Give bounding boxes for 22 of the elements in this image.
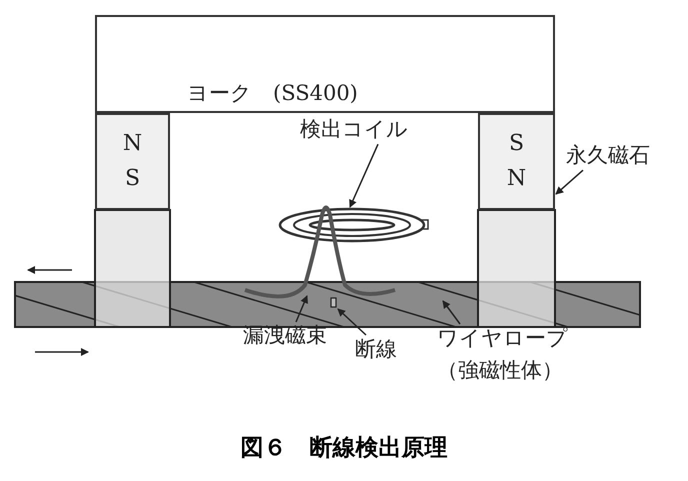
rope-label: ワイヤロープ（強磁性体）: [437, 323, 577, 386]
pole-letter: N: [122, 131, 142, 158]
magnet-block: [478, 113, 555, 210]
leader-line: [442, 300, 461, 324]
magnet-label: 永久磁石: [566, 143, 650, 168]
flux-line: [244, 206, 396, 298]
figure-caption: 図６ 断線検出原理: [240, 434, 448, 463]
break-mark: [330, 297, 337, 308]
yoke-block: [95, 15, 555, 113]
leader-line: [555, 170, 584, 195]
pole-letter: S: [124, 166, 140, 192]
pole-piece: [477, 209, 556, 328]
pole-letter: S: [508, 131, 524, 158]
break-label: 断線: [355, 337, 397, 362]
pole-letter: N: [506, 166, 526, 192]
coil-label: 検出コイル: [300, 117, 408, 142]
coil-drawing: [278, 208, 429, 242]
yoke-label: ヨーク (SS400): [187, 81, 358, 106]
magnet-block: [95, 113, 170, 210]
leader-line: [295, 295, 308, 322]
pole-piece: [94, 209, 171, 328]
leader-line: [349, 144, 379, 208]
